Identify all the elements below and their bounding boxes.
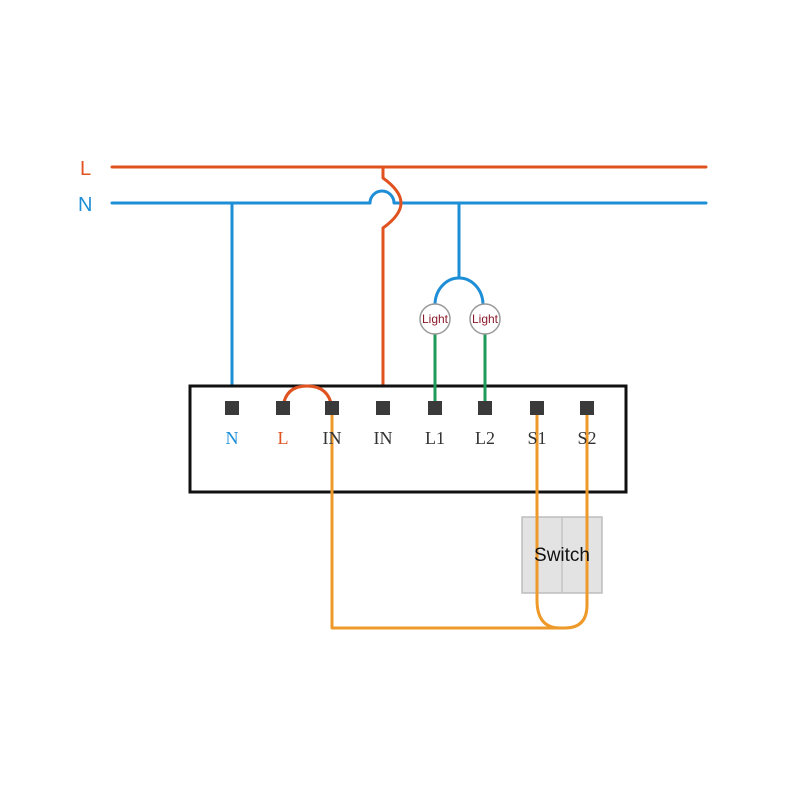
terminal-in1 xyxy=(325,401,339,415)
light-1-label: Light xyxy=(422,312,449,326)
live-drop-wire xyxy=(381,165,403,410)
jumper-wire xyxy=(281,384,334,410)
terminal-s1 xyxy=(530,401,544,415)
terminal-l2 xyxy=(478,401,492,415)
terminal-label-l: L xyxy=(278,428,289,448)
terminal-label-l2: L2 xyxy=(475,428,495,448)
neutral-bus-line xyxy=(110,189,708,205)
terminal-row: N L IN IN L1 L2 S1 S2 xyxy=(225,401,597,448)
light-2-label: Light xyxy=(472,312,499,326)
terminal-label-n: N xyxy=(226,428,239,448)
live-bus-label: L xyxy=(80,158,91,180)
light-1-bulb xyxy=(419,303,451,335)
terminal-label-in1: IN xyxy=(323,428,342,448)
terminal-box xyxy=(188,384,628,494)
terminal-l1 xyxy=(428,401,442,415)
light-2-bulb xyxy=(469,303,501,335)
light-1: Light xyxy=(419,303,451,335)
switch-loop-wire xyxy=(330,406,589,630)
terminal-label-l1: L1 xyxy=(425,428,445,448)
switch-label: Switch xyxy=(534,545,590,566)
terminal-label-in2: IN xyxy=(374,428,393,448)
terminal-s2 xyxy=(580,401,594,415)
terminal-label-s2: S2 xyxy=(577,428,596,448)
switch-s1-wire xyxy=(535,406,562,630)
neutral-lights-arc xyxy=(433,276,485,307)
terminal-in2 xyxy=(376,401,390,415)
switch xyxy=(521,516,603,594)
terminal-label-s1: S1 xyxy=(527,428,546,448)
light-2: Light xyxy=(469,303,501,335)
terminal-l xyxy=(276,401,290,415)
terminal-n xyxy=(225,401,239,415)
neutral-bus-label: N xyxy=(78,194,92,216)
